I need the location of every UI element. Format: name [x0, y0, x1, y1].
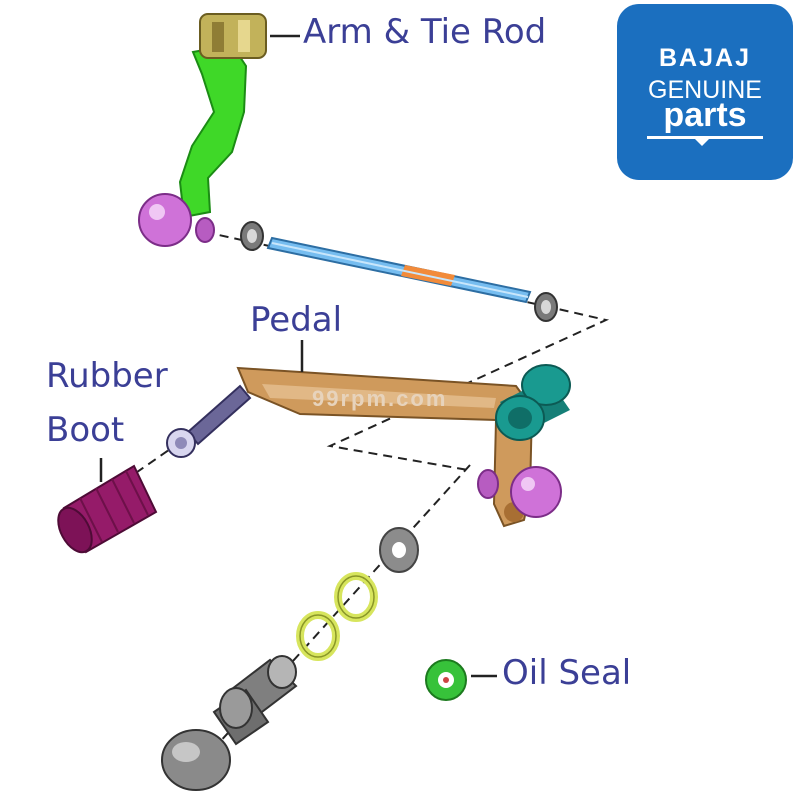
tie-rod-nut-left: [240, 221, 264, 251]
logo-parts: parts: [663, 96, 747, 134]
pedal-pin: [166, 384, 252, 458]
bajaj-genuine-parts-logo: BAJAJ GENUINE parts: [617, 4, 793, 180]
label-rubber: Rubber: [46, 356, 168, 396]
rubber-boot: [57, 464, 158, 554]
label-boot: Boot: [46, 410, 125, 450]
o-ring-upper: [334, 572, 378, 622]
logo-brand: BAJAJ: [659, 44, 751, 72]
pedal-ball-joint: [477, 466, 562, 518]
leader-lines: [99, 34, 497, 678]
o-ring-lower: [296, 611, 340, 661]
logo-arrow-icon: [695, 139, 709, 146]
tie-rod-nut-right: [534, 292, 558, 322]
washer: [379, 527, 419, 573]
oil-seal: [425, 659, 467, 701]
arm: [178, 43, 248, 219]
logo-genuine: GENUINE: [648, 76, 762, 104]
label-oil-seal: Oil Seal: [502, 653, 632, 693]
tie-rod: [266, 236, 532, 304]
label-arm-tie-rod: Arm & Tie Rod: [303, 12, 547, 52]
pivot-shaft: [161, 655, 298, 791]
label-pedal: Pedal: [250, 300, 343, 340]
watermark: 99rpm.com: [312, 386, 448, 411]
arm-clamp: [199, 13, 267, 59]
logo-underline: [647, 136, 763, 139]
pedal-pin-axis-line: [74, 424, 206, 516]
arm-ball-joint: [138, 193, 215, 247]
pedal-bush: [495, 364, 571, 441]
